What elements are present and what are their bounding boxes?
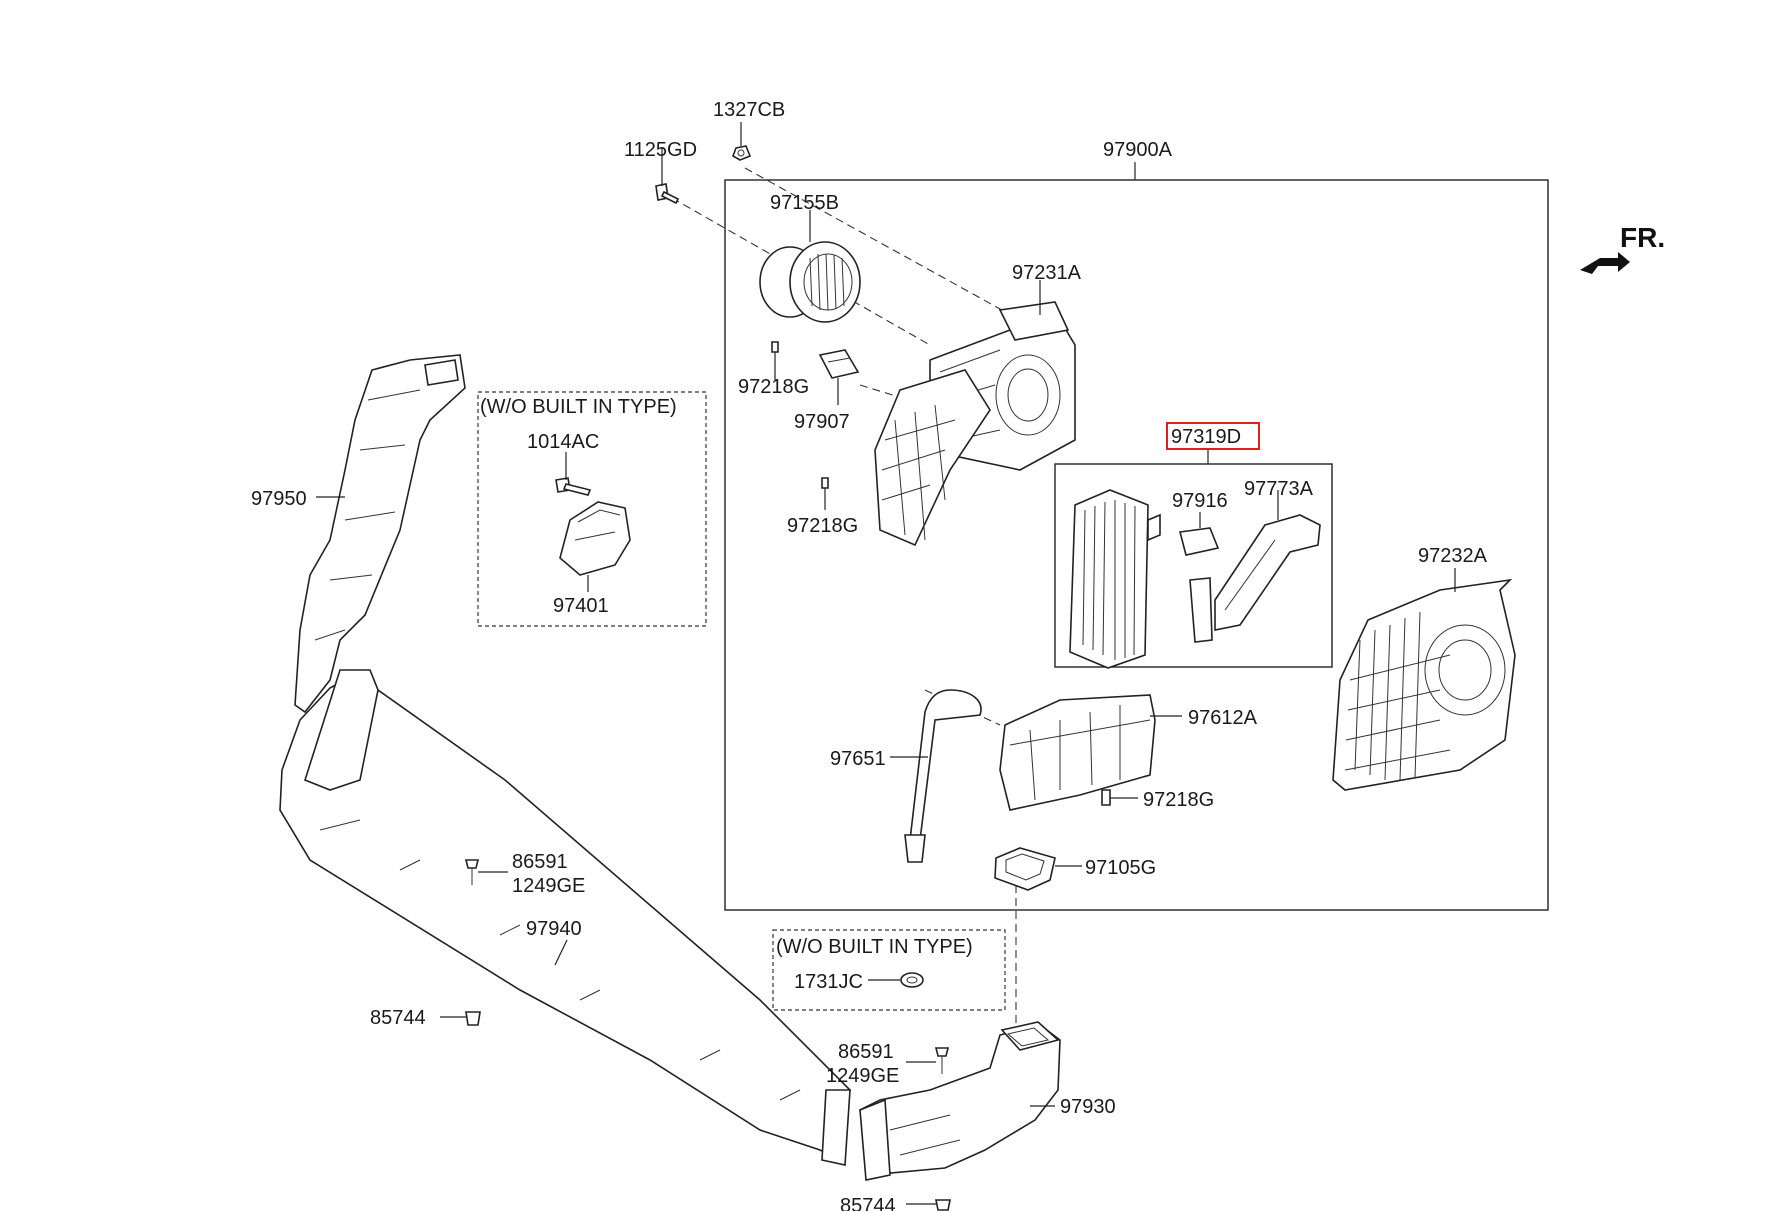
lower-case-97612a[interactable] xyxy=(999,694,1156,811)
label-97773a: 97773A xyxy=(1244,478,1314,500)
label-1249ge-b: 1249GE xyxy=(826,1065,899,1087)
screw-1014ac[interactable] xyxy=(555,477,592,496)
seal-97105g[interactable] xyxy=(994,847,1056,891)
label-97319d: 97319D xyxy=(1171,426,1241,448)
screw-86591-a[interactable] xyxy=(464,859,480,885)
label-97231a: 97231A xyxy=(1012,262,1082,284)
label-97218g-c: 97218G xyxy=(1143,789,1214,811)
label-1014ac: 1014AC xyxy=(527,431,599,453)
nut-1327cb[interactable] xyxy=(732,145,752,161)
note-wo-built-in-1: (W/O BUILT IN TYPE) xyxy=(480,396,677,418)
label-97218g-a: 97218G xyxy=(738,376,809,398)
drain-hose-97651[interactable] xyxy=(904,689,982,863)
clip-85744-b[interactable] xyxy=(935,1199,951,1211)
label-97930: 97930 xyxy=(1060,1096,1116,1118)
label-1249ge-a: 1249GE xyxy=(512,875,585,897)
resistor-97907[interactable] xyxy=(818,349,860,379)
duct-grill-assembly[interactable] xyxy=(874,369,991,547)
variant-box-1 xyxy=(477,391,707,627)
front-direction-indicator: FR. xyxy=(1580,222,1665,274)
label-97907: 97907 xyxy=(794,411,850,433)
note-wo-built-in-2: (W/O BUILT IN TYPE) xyxy=(776,936,973,958)
label-97155b: 97155B xyxy=(770,192,839,214)
label-1125gd: 1125GD xyxy=(624,139,697,161)
label-97218g-b: 97218G xyxy=(787,515,858,537)
duct-97950[interactable] xyxy=(294,354,466,714)
pipe-97773a[interactable] xyxy=(1214,514,1321,631)
arrow-icon xyxy=(1580,252,1630,274)
highlight-box xyxy=(1166,422,1260,450)
bolt-1125gd[interactable] xyxy=(655,183,680,205)
label-1327cb: 1327CB xyxy=(713,99,785,121)
label-85744-a: 85744 xyxy=(370,1007,426,1029)
label-97651: 97651 xyxy=(830,748,886,770)
label-85744-b: 85744 xyxy=(840,1195,896,1211)
label-97950: 97950 xyxy=(251,488,307,510)
label-97612a: 97612A xyxy=(1188,707,1258,729)
grommet-1731jc[interactable] xyxy=(900,972,924,988)
clip-85744-a[interactable] xyxy=(465,1011,481,1026)
actuator-97401[interactable] xyxy=(559,501,631,576)
label-1731jc: 1731JC xyxy=(794,971,863,993)
subassembly-frame-97319D xyxy=(1054,463,1333,668)
case-97232a[interactable] xyxy=(1332,578,1516,791)
label-97105g: 97105G xyxy=(1085,857,1156,879)
label-97401: 97401 xyxy=(553,595,609,617)
screw-86591-b[interactable] xyxy=(934,1047,950,1074)
duct-97940[interactable] xyxy=(279,669,851,1166)
blower-motor-97155b[interactable] xyxy=(759,241,861,323)
label-97940: 97940 xyxy=(526,918,582,940)
label-97916: 97916 xyxy=(1172,490,1228,512)
label-86591-a: 86591 xyxy=(512,851,568,873)
label-97232a: 97232A xyxy=(1418,545,1488,567)
variant-box-2 xyxy=(772,929,1006,1011)
assembly-frame-97900A xyxy=(724,179,1549,911)
screw-97218g-c[interactable] xyxy=(1101,789,1111,806)
screw-97218g-b[interactable] xyxy=(821,477,829,489)
label-97900a: 97900A xyxy=(1103,139,1173,161)
clamp-97916[interactable] xyxy=(1178,527,1220,643)
label-86591-b: 86591 xyxy=(838,1041,894,1063)
duct-97930[interactable] xyxy=(859,1021,1061,1181)
screw-97218g-a[interactable] xyxy=(771,341,779,353)
heater-core-97319d[interactable] xyxy=(1069,489,1161,669)
front-label: FR. xyxy=(1620,222,1665,253)
